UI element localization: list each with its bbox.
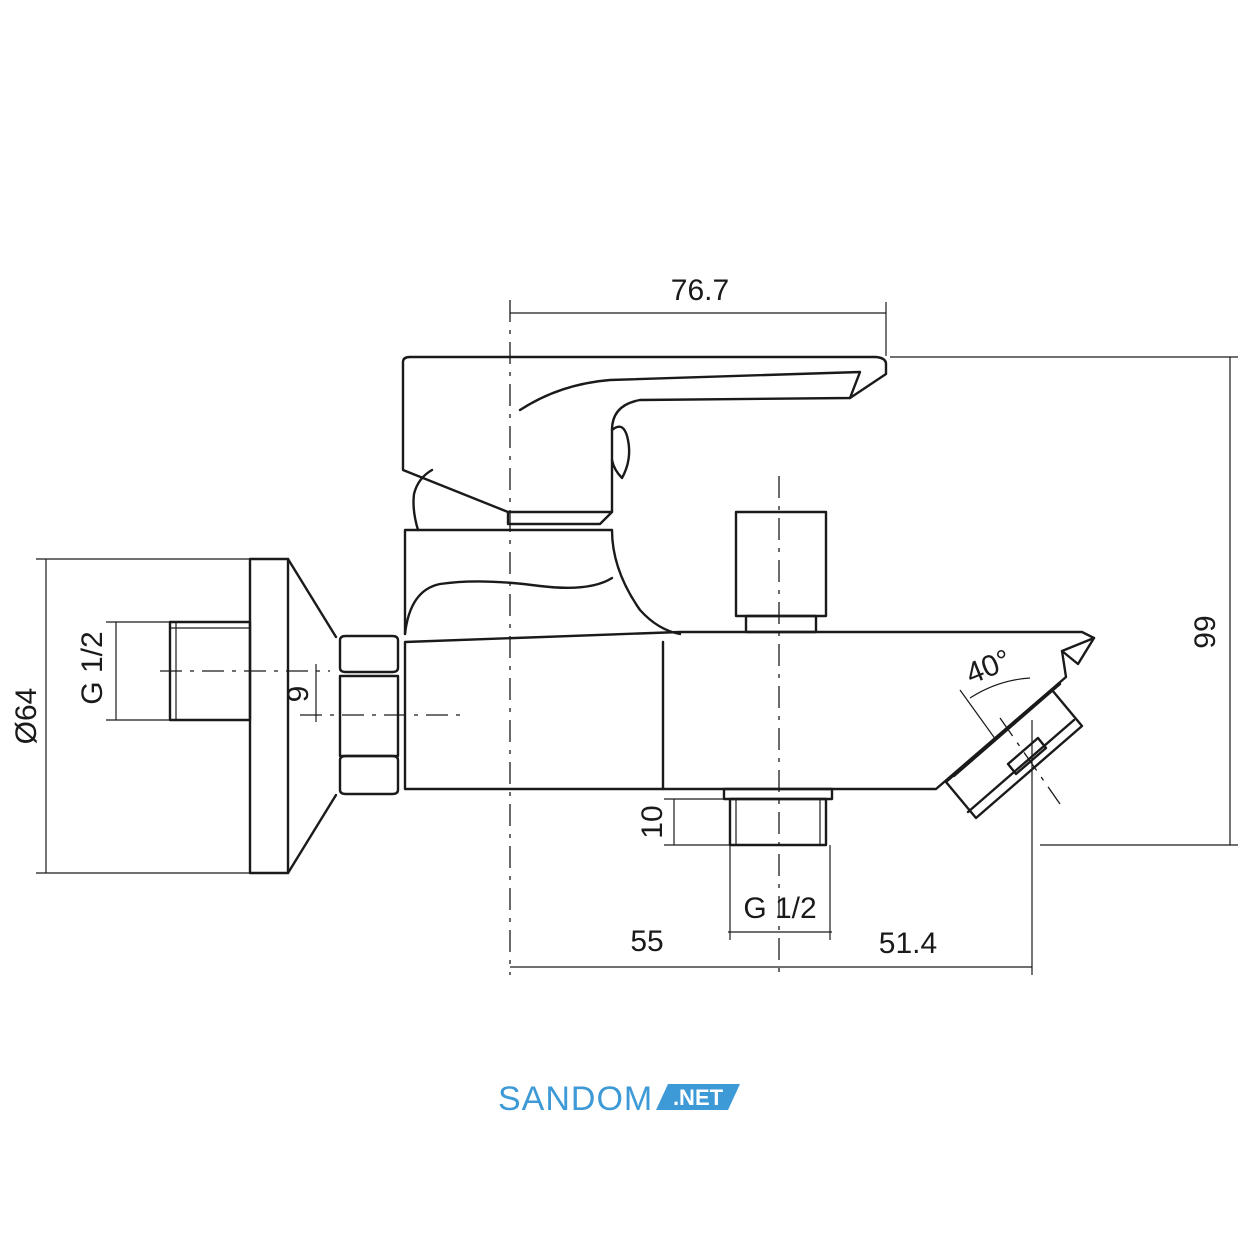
dim-handle-reach: 76.7 bbox=[671, 274, 729, 307]
brand-logo: SANDOM .NET bbox=[498, 1080, 740, 1118]
hex-nut bbox=[338, 634, 400, 796]
centre-lines bbox=[160, 300, 1061, 975]
dim-outlet-height: 10 bbox=[636, 805, 669, 838]
lever-handle bbox=[401, 355, 888, 526]
dim-flange-diameter: Ø64 bbox=[10, 688, 43, 745]
valve-body bbox=[403, 468, 682, 636]
diverter-knob bbox=[734, 510, 828, 634]
dim-spout-angle: 40° bbox=[961, 643, 1015, 691]
dim-total-height: 99 bbox=[1189, 615, 1222, 648]
wall-flange bbox=[248, 557, 338, 875]
outlet-thread bbox=[722, 787, 834, 847]
dim-outlet-to-spout: 51.4 bbox=[879, 927, 937, 960]
logo-brand-text: SANDOM bbox=[498, 1080, 653, 1118]
dim-outlet-thread: G 1/2 bbox=[743, 892, 816, 925]
aerator bbox=[944, 682, 1084, 820]
dim-inlet-offset: 9 bbox=[282, 686, 315, 703]
dimension-lines bbox=[36, 302, 1238, 975]
dim-wall-to-outlet: 55 bbox=[630, 925, 663, 958]
logo-net-text: .NET bbox=[673, 1085, 724, 1110]
logo-net-badge bbox=[656, 1084, 740, 1110]
dim-inlet-thread: G 1/2 bbox=[76, 631, 109, 704]
